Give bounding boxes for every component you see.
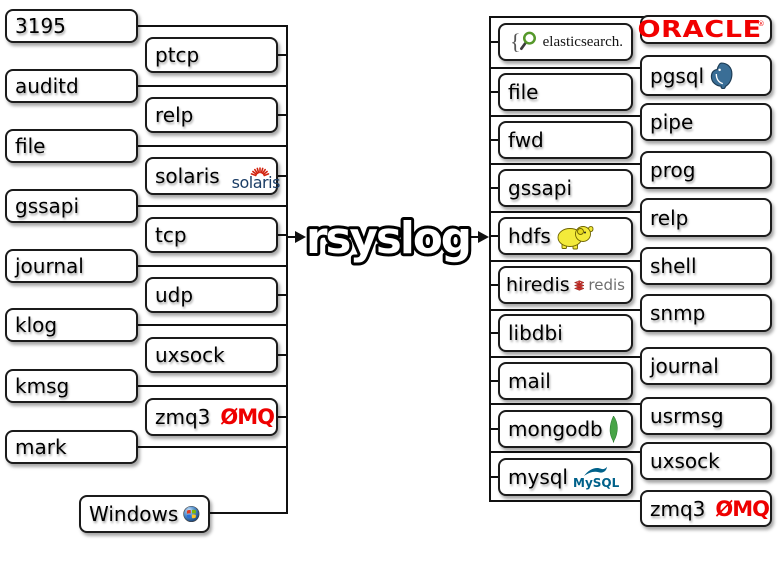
node-label: mark <box>15 435 67 459</box>
input-node-relp: relp <box>145 97 278 133</box>
node-label: solaris <box>155 164 220 188</box>
node-label: klog <box>15 313 58 337</box>
oracle-logo: ORACLE <box>637 16 763 43</box>
node-label: prog <box>650 158 696 182</box>
elasticsearch-magnifier-icon <box>519 31 536 51</box>
output-node-zmq3: zmq3 ØMQ <box>640 490 772 527</box>
input-node-gssapi: gssapi <box>5 189 138 223</box>
output-node-hiredis: hiredis redis <box>498 266 633 304</box>
node-label: gssapi <box>15 194 80 218</box>
node-label: hdfs <box>508 224 551 248</box>
node-label: kmsg <box>15 374 70 398</box>
output-node-prog: prog <box>640 151 772 189</box>
node-label: pgsql <box>650 63 705 88</box>
output-node-pipe: pipe <box>640 103 772 141</box>
node-label: ptcp <box>155 43 200 67</box>
output-node-mysql: mysql MySQL <box>498 458 633 496</box>
node-label: uxsock <box>650 449 720 473</box>
mysql-logo-text: MySQL <box>573 475 620 490</box>
output-node-mail: mail <box>498 362 633 400</box>
rsyslog-title: rsyslog <box>306 213 470 264</box>
output-node-shell: shell <box>640 247 772 285</box>
node-label: uxsock <box>155 343 225 367</box>
input-node-tcp: tcp <box>145 217 278 253</box>
output-node-relp: relp <box>640 198 772 237</box>
node-label: hiredis <box>506 274 570 296</box>
solaris-logo: solaris <box>231 166 281 192</box>
zeromq-logo: ØMQ <box>220 405 275 429</box>
node-label: shell <box>650 254 697 278</box>
node-label: elasticsearch. <box>542 33 623 50</box>
node-label: relp <box>155 103 194 127</box>
node-label: usrmsg <box>650 404 724 428</box>
node-label: snmp <box>650 301 706 325</box>
input-node-ptcp: ptcp <box>145 37 278 73</box>
node-label: mysql <box>508 465 568 489</box>
input-node-zmq3: zmq3 ØMQ <box>145 398 278 436</box>
node-label: mail <box>508 369 551 393</box>
node-label: zmq3 <box>650 496 706 521</box>
redis-logo-text: redis <box>588 276 625 294</box>
output-node-snmp: snmp <box>640 294 772 332</box>
mysql-dolphin-icon <box>584 466 608 476</box>
node-label: gssapi <box>508 176 573 200</box>
windows-orb-icon <box>183 505 200 523</box>
mysql-logo: MySQL <box>573 466 619 489</box>
output-node-mongodb: mongodb <box>498 410 633 448</box>
node-label: 3195 <box>15 14 66 38</box>
mongodb-leaf-icon <box>609 415 618 443</box>
redis-logo-icon <box>573 279 585 291</box>
output-node-uxsock: uxsock <box>640 442 772 480</box>
output-node-gssapi: gssapi <box>498 169 633 207</box>
node-label: fwd <box>508 128 544 152</box>
zeromq-logo: ØMQ <box>715 496 770 521</box>
input-node-windows: Windows <box>79 495 210 533</box>
input-node-udp: udp <box>145 277 278 313</box>
hadoop-elephant-icon <box>557 226 594 250</box>
input-node-3195: 3195 <box>5 9 138 43</box>
elasticsearch-brace: { <box>510 29 521 54</box>
postgresql-elephant-icon <box>710 62 733 89</box>
node-label: relp <box>650 205 689 230</box>
output-node-fwd: fwd <box>498 121 633 159</box>
node-label: journal <box>15 254 84 278</box>
input-arrow <box>295 231 306 243</box>
input-node-solaris: solaris solaris <box>145 157 281 195</box>
input-node-auditd: auditd <box>5 69 138 103</box>
node-label: Windows <box>89 502 179 526</box>
output-arrow <box>478 231 489 243</box>
node-label: auditd <box>15 74 79 98</box>
oracle-registered-mark: ® <box>757 20 765 28</box>
output-node-file: file <box>498 73 633 111</box>
input-node-kmsg: kmsg <box>5 369 138 403</box>
node-label: zmq3 <box>155 405 211 429</box>
output-node-libdbi: libdbi <box>498 314 633 352</box>
input-node-journal: journal <box>5 249 138 283</box>
output-node-journal: journal <box>640 347 772 385</box>
node-label: mongodb <box>508 417 603 441</box>
output-node-elasticsearch: { elasticsearch. <box>498 23 633 61</box>
output-node-hdfs: hdfs <box>498 217 633 255</box>
node-label: udp <box>155 283 194 307</box>
output-node-pgsql: pgsql <box>640 55 772 96</box>
solaris-logo-text: solaris <box>231 172 281 192</box>
node-label: journal <box>650 354 719 378</box>
node-label: libdbi <box>508 321 563 345</box>
input-node-file: file <box>5 129 138 163</box>
solaris-rays-icon <box>250 166 270 176</box>
node-label: pipe <box>650 110 694 134</box>
node-label: file <box>15 134 46 158</box>
input-node-uxsock: uxsock <box>145 337 278 373</box>
input-node-mark: mark <box>5 430 138 464</box>
node-label: file <box>508 80 539 104</box>
input-node-klog: klog <box>5 308 138 342</box>
output-node-oracle: ORACLE ® <box>637 15 772 44</box>
output-node-usrmsg: usrmsg <box>640 397 772 435</box>
node-label: tcp <box>155 223 187 247</box>
